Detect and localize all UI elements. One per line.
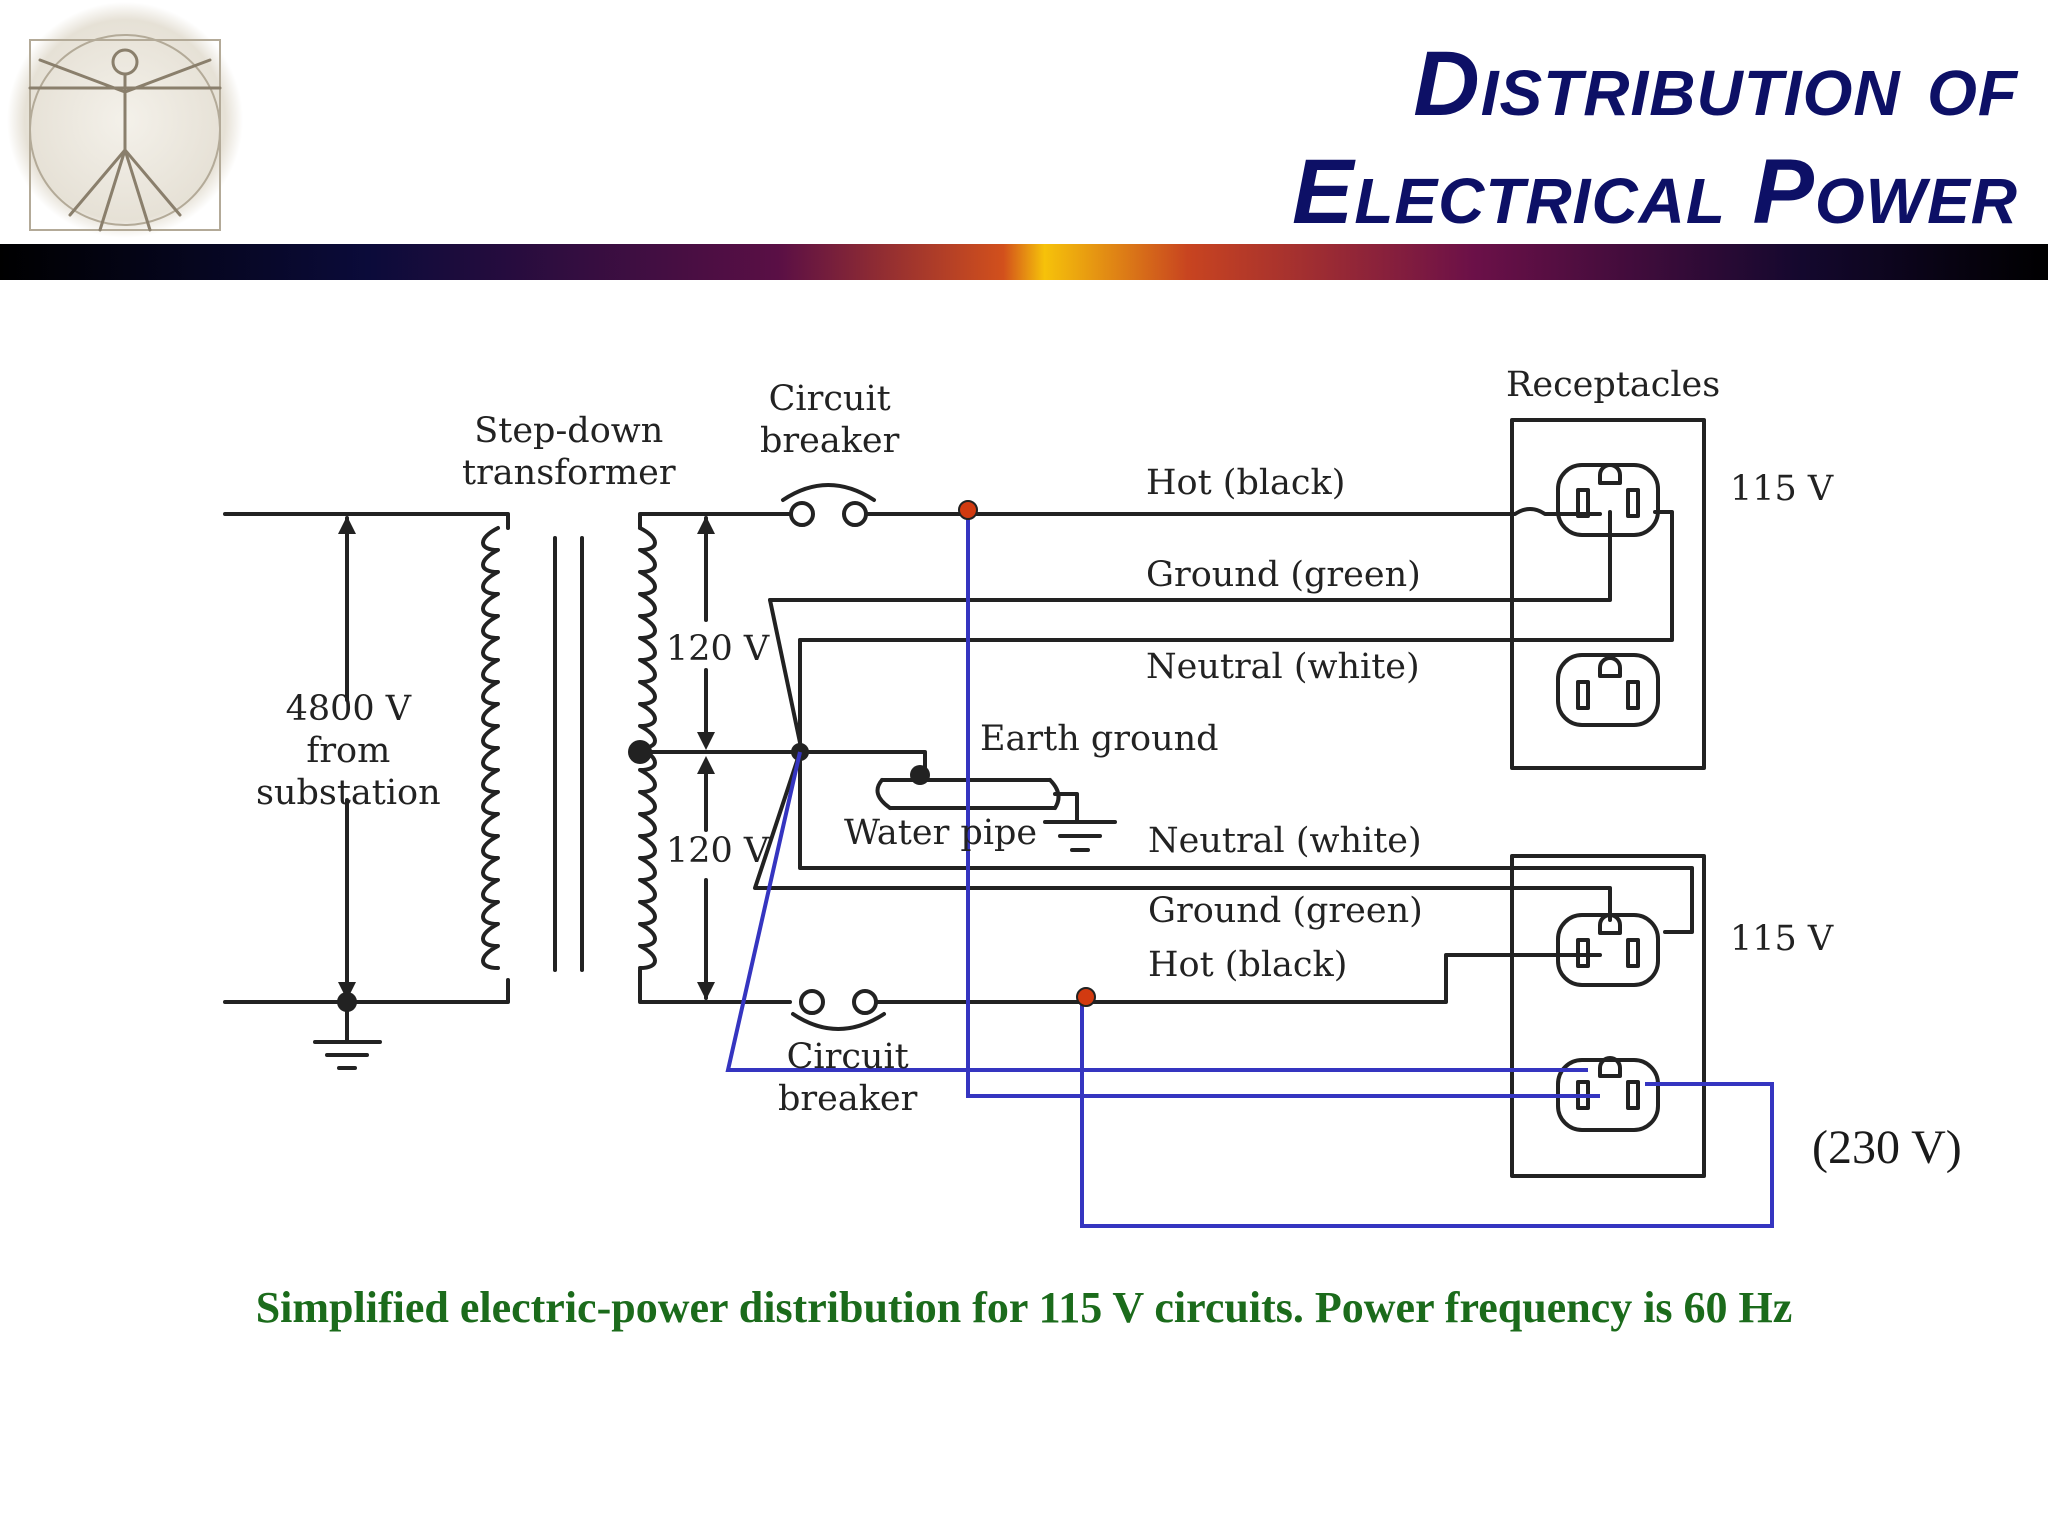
label-115v-top: 115 V bbox=[1730, 469, 1834, 509]
hot-wire-bottom bbox=[874, 953, 1602, 1004]
highlight-wire-hot-bottom bbox=[1080, 997, 1774, 1228]
neutral-wire-bottom bbox=[798, 750, 1694, 934]
ground-wire-top bbox=[768, 510, 1612, 602]
slide-title: Distribution of Electrical Power bbox=[1292, 30, 2018, 246]
center-tap-wire bbox=[636, 750, 927, 777]
label-cb-bottom-line2: breaker bbox=[778, 1079, 918, 1119]
label-cb-top-line2: breaker bbox=[760, 421, 900, 461]
label-source-line3: substation bbox=[256, 773, 441, 813]
outlet-top-2 bbox=[1556, 653, 1660, 727]
ground-wire-bottom bbox=[753, 750, 1612, 922]
label-source-line1: 4800 V bbox=[285, 689, 412, 729]
source-top-wire bbox=[223, 512, 510, 530]
label-circuit-breaker-top: Circuit breaker bbox=[760, 378, 899, 462]
label-hot-top: Hot (black) bbox=[1146, 463, 1346, 503]
source-bottom-wire bbox=[223, 978, 510, 1004]
vitruvian-man-icon bbox=[7, 2, 243, 238]
label-neutral-top: Neutral (white) bbox=[1146, 647, 1420, 687]
junction-source bbox=[337, 992, 357, 1012]
label-earth-ground: Earth ground bbox=[980, 719, 1219, 759]
highlight-wire-hot-top bbox=[966, 510, 1600, 1098]
receptacle-box-bottom bbox=[1510, 854, 1706, 1178]
title-line-2: Electrical Power bbox=[1291, 141, 2018, 243]
label-step-down-line1: Step-down bbox=[474, 411, 664, 451]
label-120v-bottom: 120 V bbox=[666, 831, 770, 871]
label-115v-bottom: 115 V bbox=[1730, 919, 1834, 959]
label-circuit-breaker-bottom: Circuit breaker bbox=[778, 1036, 917, 1120]
label-ground-top: Ground (green) bbox=[1146, 555, 1421, 595]
label-cb-bottom-line1: Circuit bbox=[786, 1037, 909, 1077]
label-hot-bottom: Hot (black) bbox=[1148, 945, 1348, 985]
outlet-top-1 bbox=[1556, 463, 1660, 537]
label-cb-top-line1: Circuit bbox=[768, 379, 891, 419]
junction-center-tap bbox=[628, 740, 652, 764]
label-ground-bottom: Ground (green) bbox=[1148, 891, 1423, 931]
label-neutral-bottom: Neutral (white) bbox=[1148, 821, 1422, 861]
neutral-wire-top bbox=[798, 510, 1674, 642]
label-source: 4800 V from substation bbox=[256, 688, 441, 814]
receptacle-box-top bbox=[1510, 418, 1706, 770]
label-step-down-line2: transformer bbox=[462, 453, 676, 493]
highlight-node-bottom bbox=[1076, 987, 1096, 1007]
primary-coil bbox=[481, 526, 500, 970]
caption: Simplified electric-power distribution f… bbox=[255, 1283, 1793, 1332]
title-line-1: Distribution of bbox=[1413, 33, 2018, 135]
label-water-pipe: Water pipe bbox=[844, 813, 1038, 853]
label-step-down: Step-down transformer bbox=[462, 410, 676, 494]
ground-symbol-earth bbox=[1043, 820, 1117, 852]
highlight-node-top bbox=[958, 500, 978, 520]
label-230v: (230 V) bbox=[1812, 1121, 1962, 1174]
label-receptacles: Receptacles bbox=[1506, 365, 1721, 405]
label-source-line2: from bbox=[306, 731, 391, 771]
junction-water-pipe bbox=[910, 765, 930, 785]
label-120v-top: 120 V bbox=[666, 629, 770, 669]
outlet-bottom-1 bbox=[1556, 913, 1660, 987]
hot-wire-top bbox=[864, 507, 1602, 516]
highlight-wire-ground bbox=[725, 751, 1588, 1072]
title-divider-bar bbox=[0, 244, 2048, 280]
